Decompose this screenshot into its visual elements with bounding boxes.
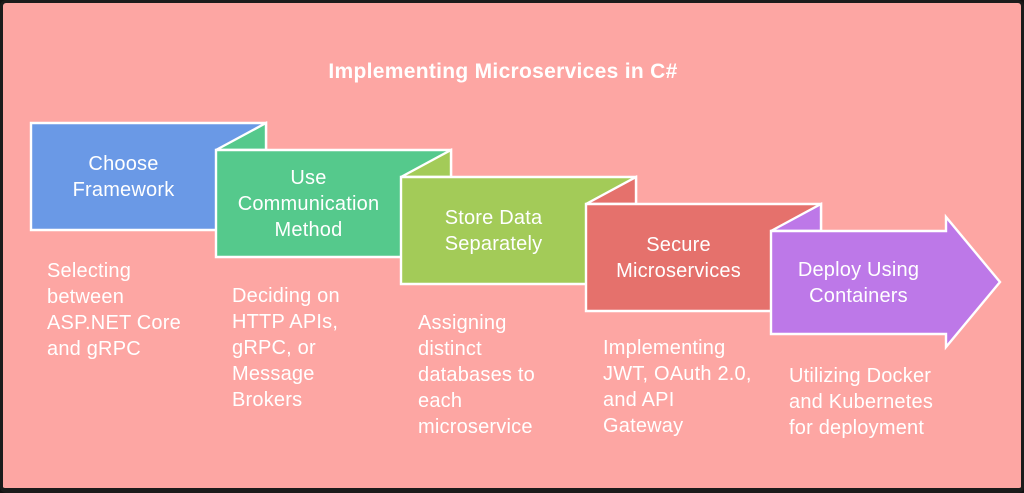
step-2-label-line: Communication — [237, 192, 380, 215]
process-flow-diagram — [29, 120, 1002, 351]
step-4-description-line: JWT, OAuth 2.0, — [603, 363, 752, 385]
step-3-description-line: Assigning — [418, 312, 507, 334]
step-1-description-line: between — [47, 286, 125, 308]
step-5-arrow-shape — [769, 213, 1002, 351]
step-5-description-line: and Kubernetes — [789, 391, 934, 413]
step-2-description-line: HTTP APIs, — [232, 311, 339, 333]
step-1-description: Selecting between ASP.NET Core and gRPC — [47, 258, 217, 362]
step-5-label: Deploy Using Containers — [771, 231, 946, 334]
step-3-description-line: databases to — [418, 364, 535, 386]
step-1-description-line: and gRPC — [47, 338, 141, 360]
step-1-description-line: Selecting — [47, 260, 132, 282]
step-1-label: Choose Framework — [31, 123, 216, 230]
step-1-label-line: Framework — [72, 178, 175, 201]
step-1-description-line: ASP.NET Core — [47, 312, 181, 334]
step-2-description-line: Brokers — [232, 389, 303, 411]
step-2-description-line: gRPC, or — [232, 337, 316, 359]
page-title: Implementing Microservices in C# — [328, 60, 678, 83]
step-3-label-line: Store Data — [444, 206, 543, 229]
step-4-description-line: and API — [603, 389, 675, 411]
step-4-description: Implementing JWT, OAuth 2.0, and API Gat… — [603, 335, 783, 439]
step-3-label-line: Separately — [444, 232, 543, 255]
step-4-description-line: Gateway — [603, 415, 684, 437]
step-5-description-line: Utilizing Docker — [789, 365, 932, 387]
step-1-label-line: Choose — [88, 152, 159, 175]
step-3-description: Assigning distinct databases to each mic… — [418, 310, 588, 440]
step-4-label-line: Microservices — [616, 259, 741, 282]
step-5-label-line: Containers — [809, 284, 908, 307]
step-2-label-line: Use — [290, 166, 327, 189]
step-2-label: Use Communication Method — [216, 150, 401, 257]
step-4-label-line: Secure — [646, 233, 711, 256]
step-3-label: Store Data Separately — [401, 177, 586, 284]
step-5-description: Utilizing Docker and Kubernetes for depl… — [789, 363, 979, 441]
step-3-description-line: distinct — [418, 338, 482, 360]
step-2-description-line: Deciding on — [232, 285, 340, 307]
step-2-description: Deciding on HTTP APIs, gRPC, or Message … — [232, 283, 402, 413]
step-2-description-line: Message — [232, 363, 315, 385]
step-2-label-line: Method — [274, 218, 343, 241]
step-4-label: Secure Microservices — [586, 204, 771, 311]
step-4-description-line: Implementing — [603, 337, 726, 359]
step-5-label-line: Deploy Using — [797, 258, 920, 281]
step-3-description-line: microservice — [418, 416, 533, 438]
step-5-description-line: for deployment — [789, 417, 925, 439]
step-3-description-line: each — [418, 390, 463, 412]
